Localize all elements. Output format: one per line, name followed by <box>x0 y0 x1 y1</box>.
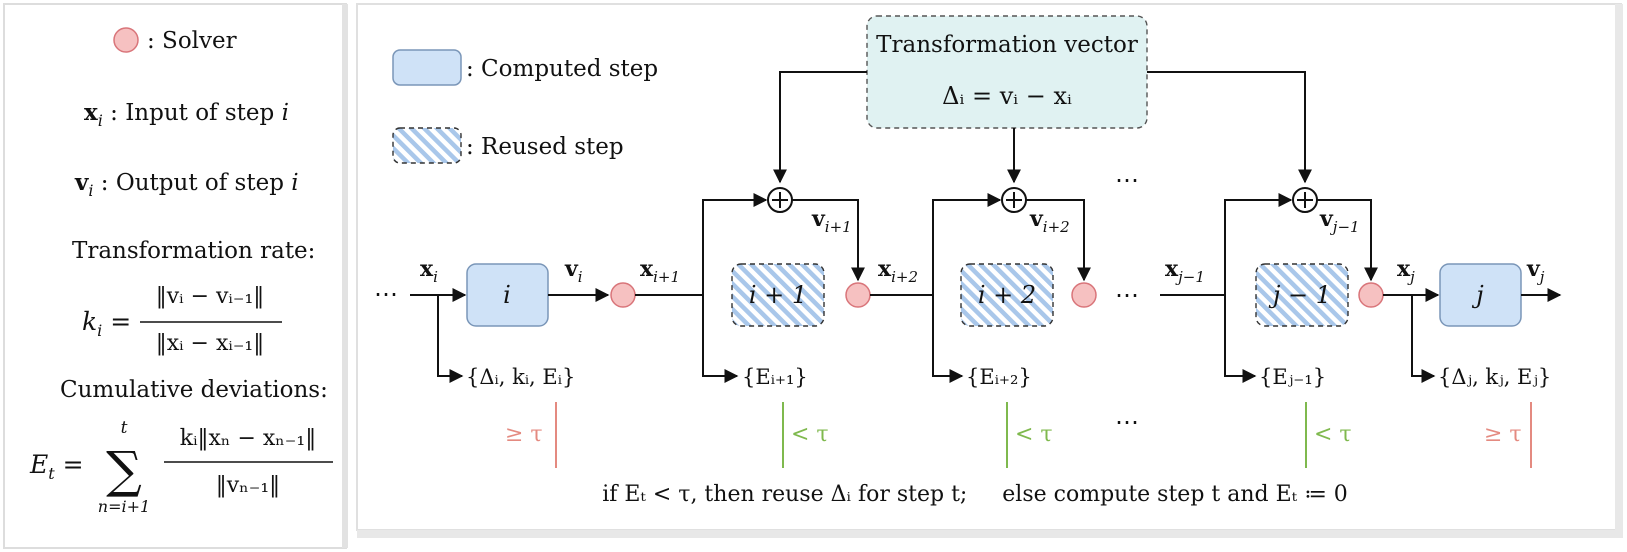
cum-title: Cumulative deviations: <box>60 377 328 403</box>
legend-panel-frame <box>3 3 347 549</box>
solver-legend-icon <box>113 27 139 53</box>
main-panel-shadow-bottom <box>357 530 1623 538</box>
main-panel-shadow-right <box>1615 4 1623 538</box>
output-set-j: {Δⱼ, kⱼ, Eⱼ} <box>1438 365 1551 389</box>
label-x-j1: xj−1 <box>1165 256 1205 286</box>
input-legend: xi : Input of step i <box>84 99 289 130</box>
branch-arrow-j <box>1411 295 1436 383</box>
step-i1-box <box>731 263 825 327</box>
cum-lhs-sub: t <box>48 464 55 483</box>
computed-key-icon <box>392 49 462 86</box>
solver-node-4 <box>1358 282 1384 308</box>
to-adder-1 <box>702 193 768 295</box>
branch-arrow-i1 <box>702 295 739 383</box>
solver-legend-label: : Solver <box>147 28 237 54</box>
adder-2 <box>1001 187 1027 213</box>
output-set-i1: {Eᵢ₊₁} <box>742 365 808 389</box>
rate-lhs-symbol: k <box>82 307 97 336</box>
label-x-j: xj <box>1397 256 1415 286</box>
transformation-vector-title: Transformation vector <box>876 32 1138 58</box>
output-legend: vi : Output of step i <box>74 169 299 200</box>
reused-key-label: : Reused step <box>466 134 624 160</box>
input-var: i <box>282 100 289 126</box>
sum-sign: ∑ <box>106 441 142 499</box>
label-x-i1: xi+1 <box>640 256 680 286</box>
cum-denominator: ‖vₙ₋₁‖ <box>216 473 280 498</box>
input-text: : Input of step <box>103 100 282 126</box>
threshold-lt-2: < τ <box>1015 422 1053 447</box>
adder-1 <box>767 187 793 213</box>
cum-lhs: Et = <box>29 450 84 483</box>
label-x-i: xi <box>420 256 438 286</box>
solver-node-2 <box>845 282 871 308</box>
step-i2-label: i + 2 <box>978 281 1036 309</box>
branch-arrow-i <box>437 295 464 383</box>
threshold-lt-1: < τ <box>791 422 829 447</box>
input-sub: i <box>98 111 103 130</box>
output-sub: i <box>88 181 93 200</box>
label-v-i: vi <box>564 256 583 286</box>
label-v-i1: vi+1 <box>811 206 852 236</box>
transformation-vector-formula: Δᵢ = vᵢ − xᵢ <box>942 82 1072 110</box>
branch-arrow-i2 <box>932 295 964 383</box>
adder-1-to-solver <box>792 199 865 282</box>
rate-numerator: ‖vᵢ − vᵢ₋₁‖ <box>156 284 265 309</box>
sum-lower: n=i+1 <box>98 497 150 516</box>
plus-sign <box>1297 192 1313 208</box>
computed-key-label: : Computed step <box>466 56 658 82</box>
solver-node-3 <box>1071 282 1097 308</box>
adder-3-to-solver <box>1317 199 1378 282</box>
output-var: i <box>291 170 298 196</box>
step-j1-label: j − 1 <box>1268 281 1331 309</box>
label-v-j: vj <box>1526 256 1545 286</box>
main-panel: : Computed step : Reused step Transforma… <box>356 3 1623 538</box>
delta-arrow-3 <box>1147 71 1312 184</box>
output-set-i: {Δᵢ, kᵢ, Eᵢ} <box>466 365 575 389</box>
output-set-j1: {Eⱼ₋₁} <box>1259 365 1326 389</box>
cum-lhs-symbol: E <box>29 450 48 479</box>
input-symbol: x <box>84 99 98 126</box>
rate-lhs: ki = <box>82 307 131 340</box>
step-i1-label: i + 1 <box>749 281 807 309</box>
plus-sign <box>772 192 788 208</box>
rate-lhs-sub: i <box>97 321 102 340</box>
label-v-i2: vi+2 <box>1029 206 1070 236</box>
adder-3 <box>1292 187 1318 213</box>
label-x-i2: xi+2 <box>878 256 918 286</box>
adder-2-to-solver <box>1026 199 1091 282</box>
output-set-i2: {Eᵢ₊₂} <box>966 365 1032 389</box>
branch-arrow-j1 <box>1224 295 1257 383</box>
threshold-ge-right: ≥ τ <box>1484 422 1522 447</box>
to-adder-3 <box>1224 193 1293 295</box>
to-adder-2 <box>932 193 1002 295</box>
output-text: : Output of step <box>94 170 292 196</box>
leading-ellipsis: ⋯ <box>374 280 398 308</box>
step-i2-box <box>960 263 1054 327</box>
upper-ellipsis: ⋯ <box>1115 166 1139 194</box>
delta-arrow-1 <box>773 71 867 184</box>
legend-panel-shadow <box>342 4 348 548</box>
threshold-lt-3: < τ <box>1314 422 1352 447</box>
solver-node-1 <box>610 282 636 308</box>
step-i-label: i <box>503 281 511 309</box>
cum-numerator: kᵢ‖xₙ − xₙ₋₁‖ <box>180 426 316 451</box>
legend-panel: : Solver xi : Input of step i vi : Outpu… <box>3 3 348 549</box>
middle-ellipsis: ⋯ <box>1115 281 1139 309</box>
reused-key-icon <box>392 127 462 164</box>
step-j1-box <box>1255 263 1349 327</box>
label-v-j1: vj−1 <box>1319 206 1360 236</box>
output-symbol: v <box>74 169 89 196</box>
sum-upper: t <box>121 418 128 438</box>
reuse-rule-caption: if Eₜ < τ, then reuse Δᵢ for step t; els… <box>602 482 1348 507</box>
rate-title: Transformation rate: <box>72 238 315 264</box>
plus-sign <box>1006 192 1022 208</box>
rate-denominator: ‖xᵢ − xᵢ₋₁‖ <box>156 331 265 356</box>
threshold-ge-left: ≥ τ <box>505 422 543 447</box>
lower-ellipsis: ⋯ <box>1115 408 1139 436</box>
